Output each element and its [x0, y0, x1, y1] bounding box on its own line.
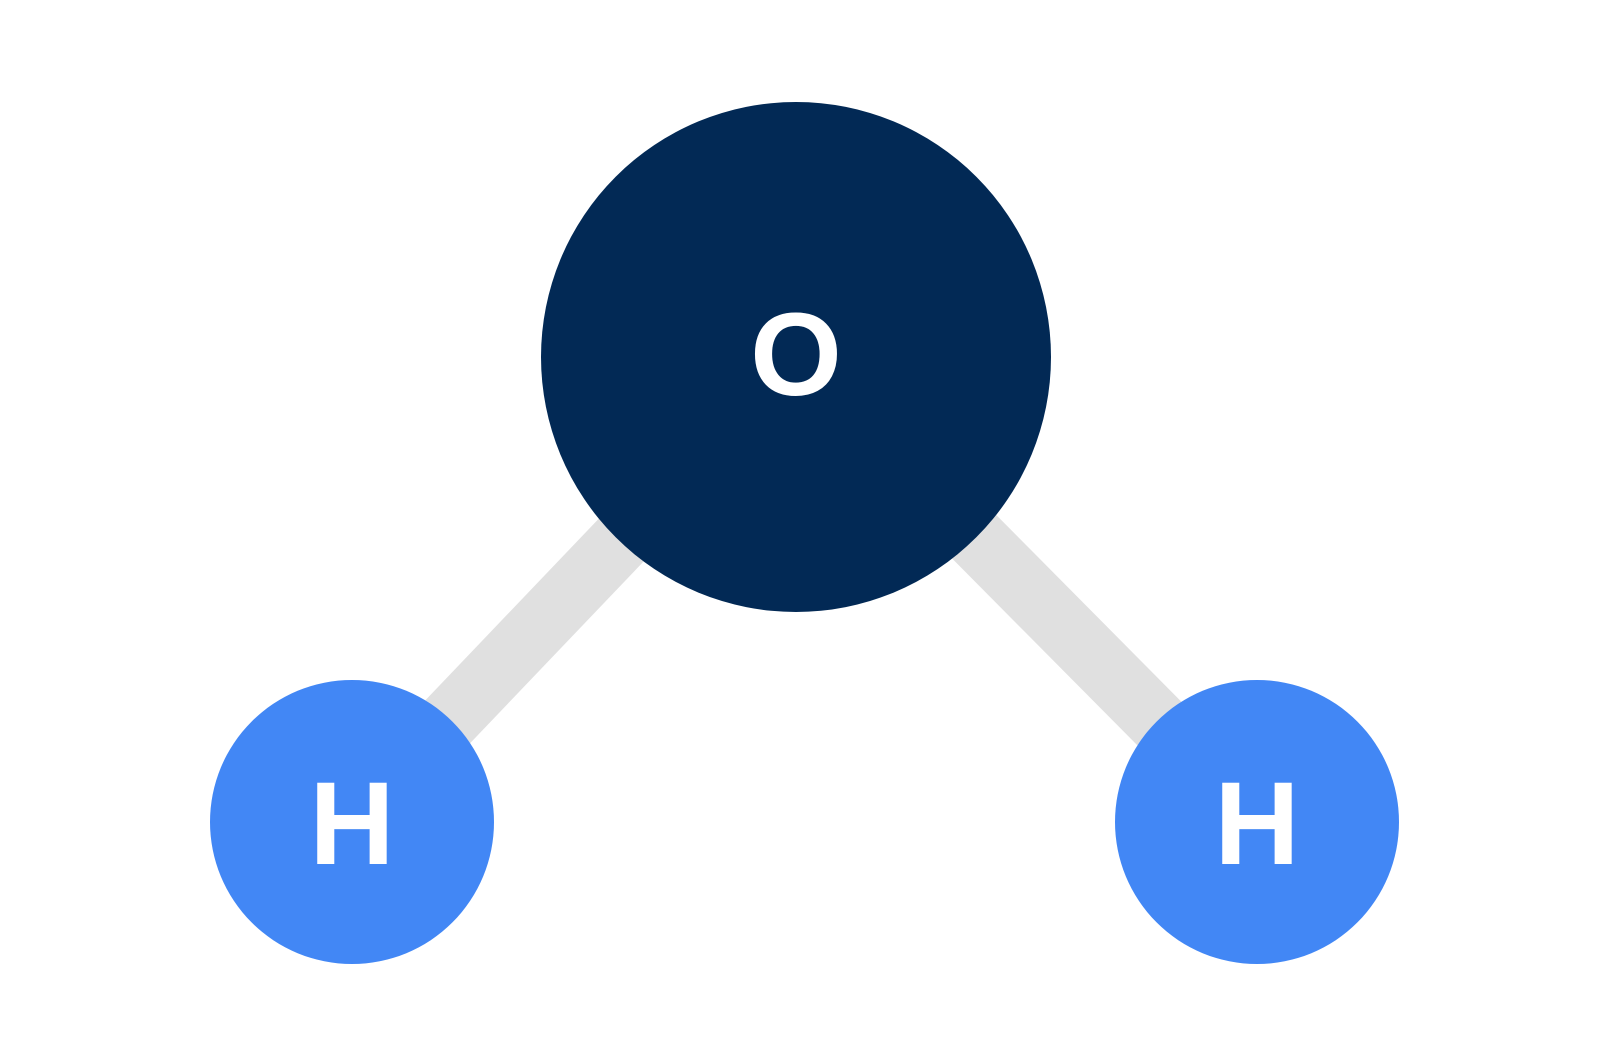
hydrogen-left-atom-label: H — [309, 758, 394, 890]
oxygen-atom-circle — [541, 102, 1051, 612]
atom-hydrogen-left: H — [210, 680, 494, 964]
hydrogen-right-atom-circle — [1115, 680, 1399, 964]
oxygen-atom-label: O — [750, 289, 842, 421]
hydrogen-right-atom-label: H — [1214, 758, 1299, 890]
atom-hydrogen-right: H — [1115, 680, 1399, 964]
hydrogen-left-atom-circle — [210, 680, 494, 964]
atom-oxygen: O — [541, 102, 1051, 612]
